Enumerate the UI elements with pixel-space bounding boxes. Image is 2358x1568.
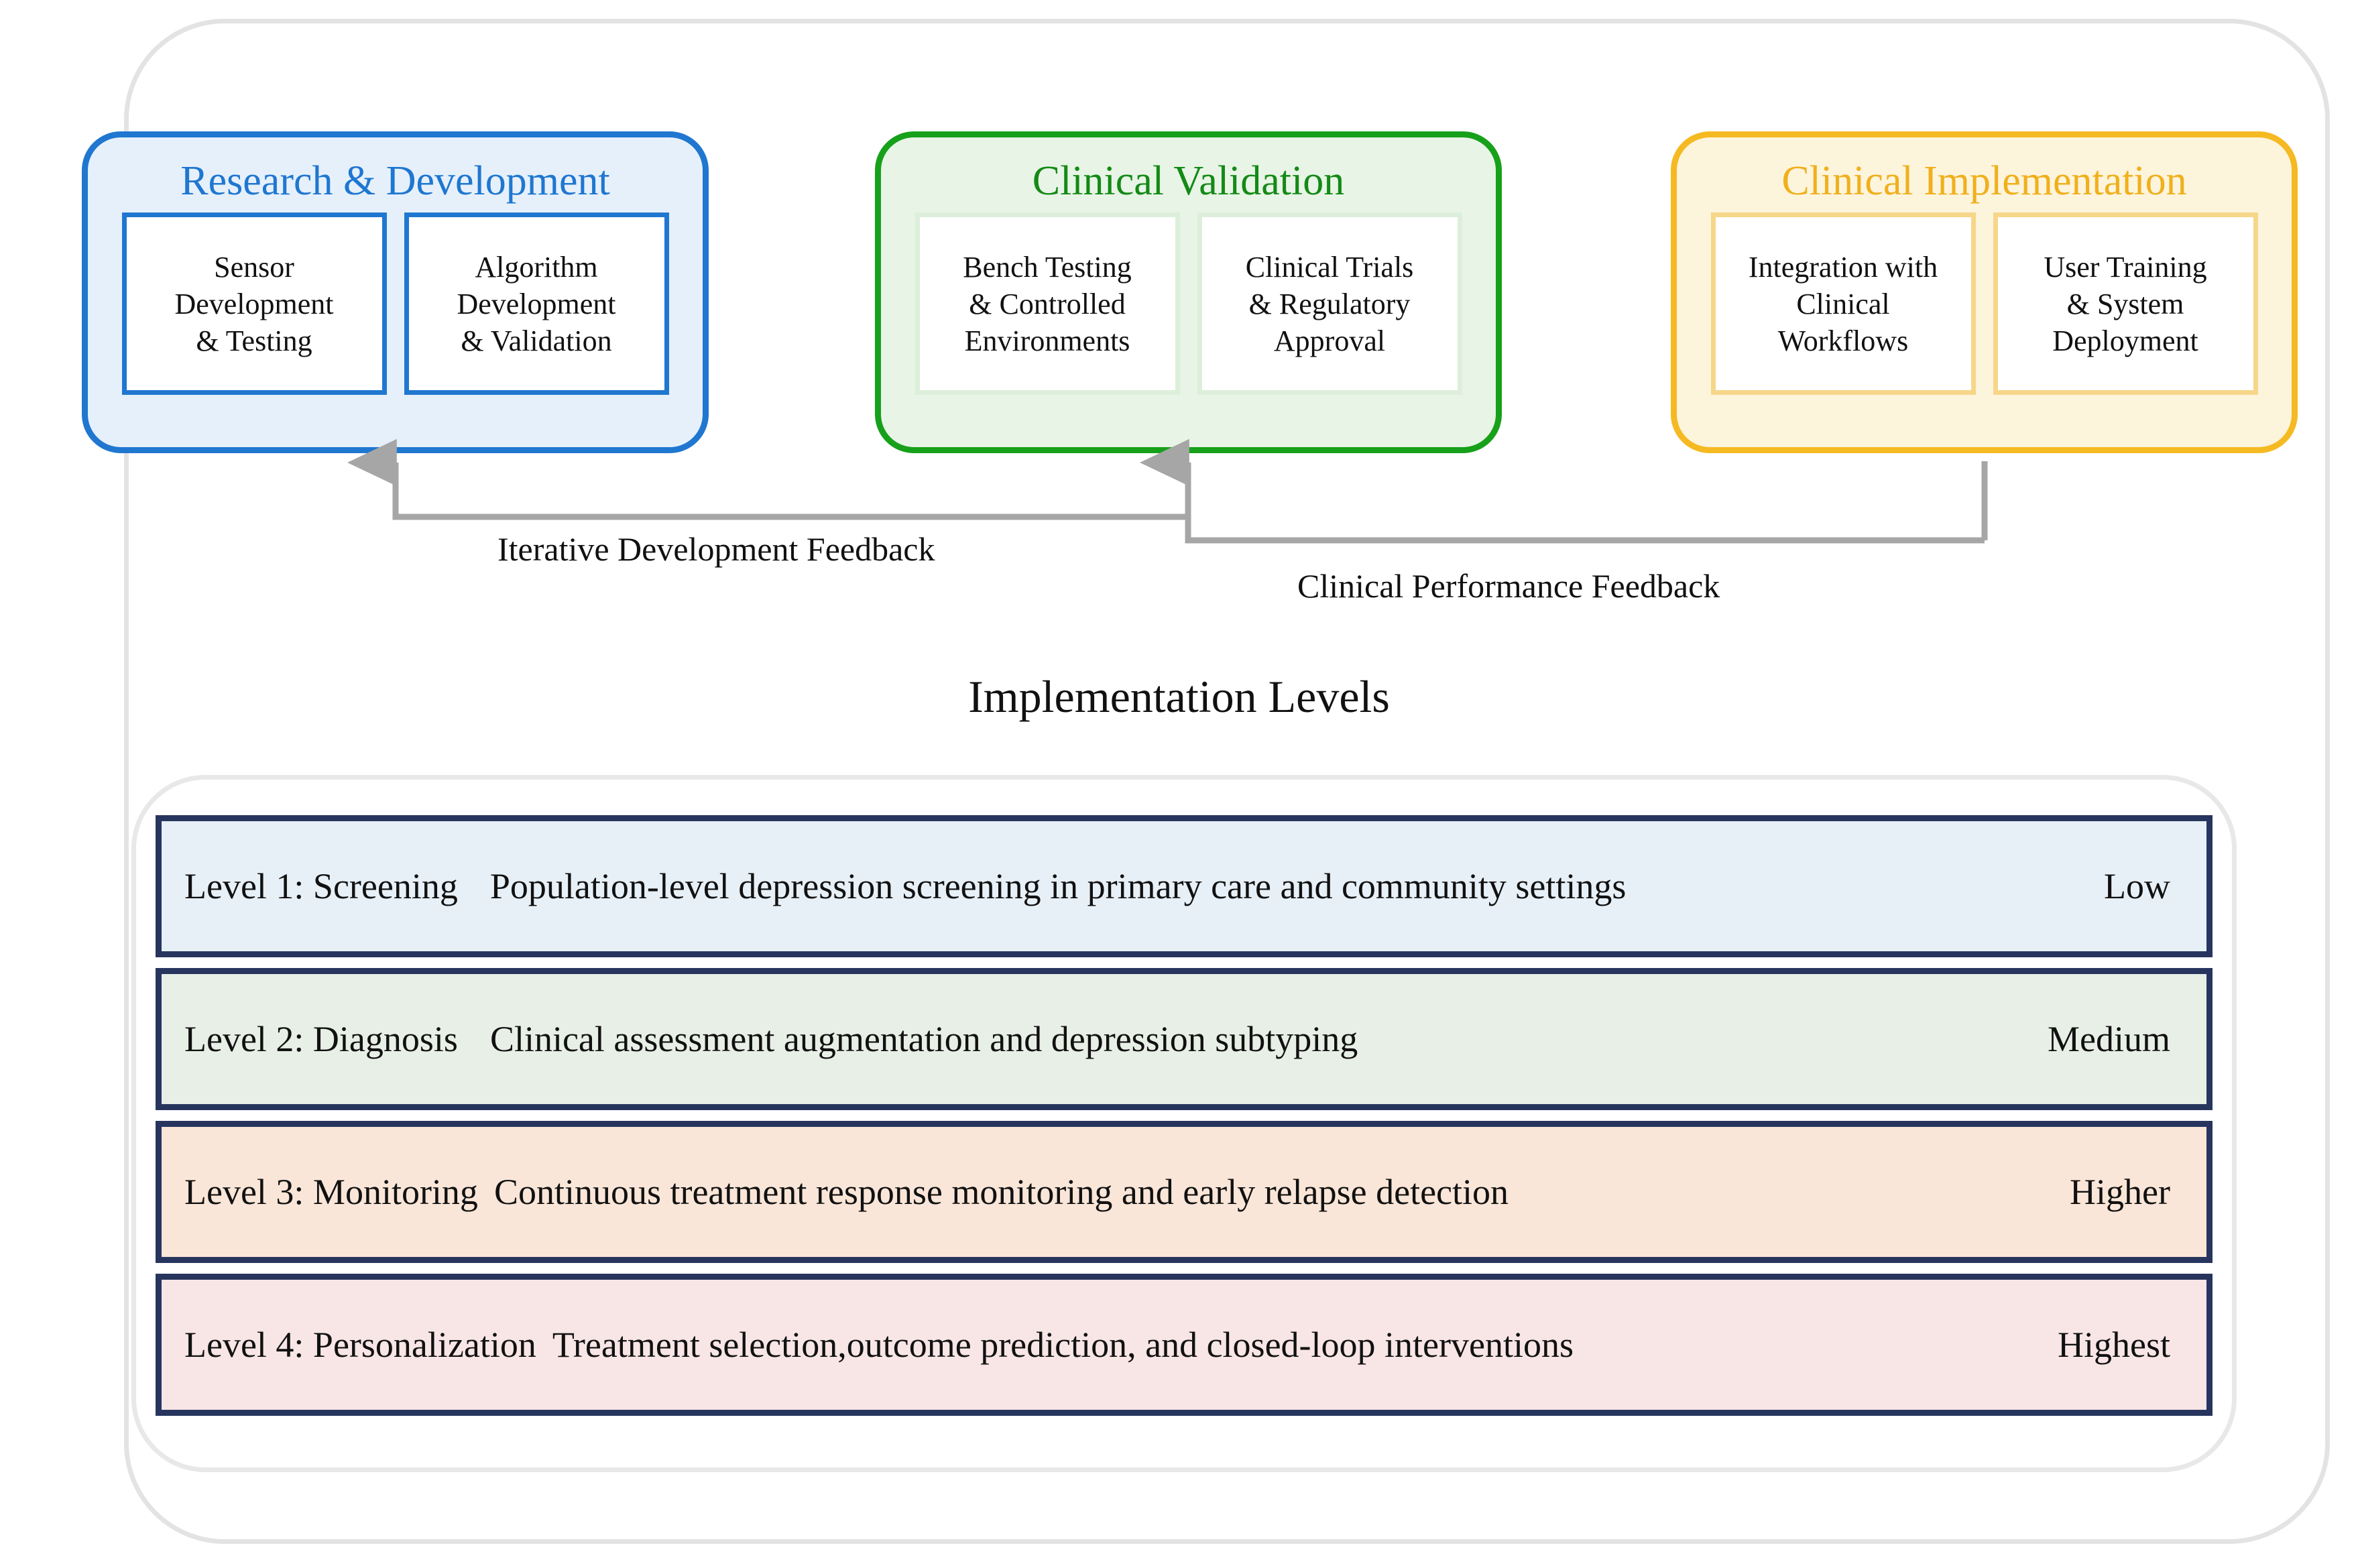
stage-subbox-group-clinical-validation: Bench Testing & Controlled Environments … xyxy=(915,213,1462,395)
sub-box-label: Integration with Clinical Workflows xyxy=(1748,250,1938,357)
level-row-personalization[interactable]: Level 4: Personalization Treatment selec… xyxy=(156,1274,2213,1416)
stage-title-clinical-validation: Clinical Validation xyxy=(1032,158,1345,204)
feedback-label-iterative: Iterative Development Feedback xyxy=(497,530,935,568)
level-complexity-badge: Highest xyxy=(2058,1325,2170,1365)
implementation-levels-container xyxy=(131,775,2237,1472)
stage-panel-clinical-implementation[interactable]: Clinical Implementation Integration with… xyxy=(1671,131,2298,453)
stage-title-research-development: Research & Development xyxy=(180,158,610,204)
level-name: Level 2: Diagnosis xyxy=(184,1019,458,1059)
sub-box-integration-workflows[interactable]: Integration with Clinical Workflows xyxy=(1710,213,1976,395)
stage-subbox-group-clinical-implementation: Integration with Clinical Workflows User… xyxy=(1710,213,2258,395)
implementation-levels-heading: Implementation Levels xyxy=(968,671,1390,722)
stage-panel-research-development[interactable]: Research & Development Sensor Developmen… xyxy=(82,131,709,453)
sub-box-label: Clinical Trials & Regulatory Approval xyxy=(1245,250,1414,357)
sub-box-sensor-development[interactable]: Sensor Development & Testing xyxy=(121,213,387,395)
level-description: Treatment selection,outcome prediction, … xyxy=(552,1325,1574,1365)
level-name: Level 4: Personalization xyxy=(184,1325,536,1365)
sub-box-label: Sensor Development & Testing xyxy=(174,250,334,357)
level-name: Level 3: Monitoring xyxy=(184,1172,478,1212)
feedback-label-clinical-performance: Clinical Performance Feedback xyxy=(1297,567,1720,605)
level-row-screening[interactable]: Level 1: Screening Population-level depr… xyxy=(156,815,2213,957)
level-complexity-badge: Low xyxy=(2104,866,2170,906)
sub-box-label: Bench Testing & Controlled Environments xyxy=(963,250,1132,357)
sub-box-label: User Training & System Deployment xyxy=(2044,250,2207,357)
diagram-outer-container xyxy=(124,19,2330,1544)
stage-title-clinical-implementation: Clinical Implementation xyxy=(1781,158,2187,204)
sub-box-clinical-trials[interactable]: Clinical Trials & Regulatory Approval xyxy=(1197,213,1462,395)
level-description: Population-level depression screening in… xyxy=(489,866,1627,906)
sub-box-bench-testing[interactable]: Bench Testing & Controlled Environments xyxy=(915,213,1180,395)
level-complexity-badge: Medium xyxy=(2048,1019,2170,1059)
level-name: Level 1: Screening xyxy=(184,866,458,906)
stage-panel-clinical-validation[interactable]: Clinical Validation Bench Testing & Cont… xyxy=(875,131,1502,453)
sub-box-user-training[interactable]: User Training & System Deployment xyxy=(1993,213,2258,395)
sub-box-algorithm-development[interactable]: Algorithm Development & Validation xyxy=(404,213,669,395)
level-description: Continuous treatment response monitoring… xyxy=(493,1172,1509,1212)
level-complexity-badge: Higher xyxy=(2070,1172,2170,1212)
sub-box-label: Algorithm Development & Validation xyxy=(457,250,616,357)
level-description: Clinical assessment augmentation and dep… xyxy=(489,1019,1358,1059)
level-row-monitoring[interactable]: Level 3: Monitoring Continuous treatment… xyxy=(156,1121,2213,1263)
level-row-diagnosis[interactable]: Level 2: Diagnosis Clinical assessment a… xyxy=(156,968,2213,1110)
stage-subbox-group-research-development: Sensor Development & Testing Algorithm D… xyxy=(121,213,669,395)
